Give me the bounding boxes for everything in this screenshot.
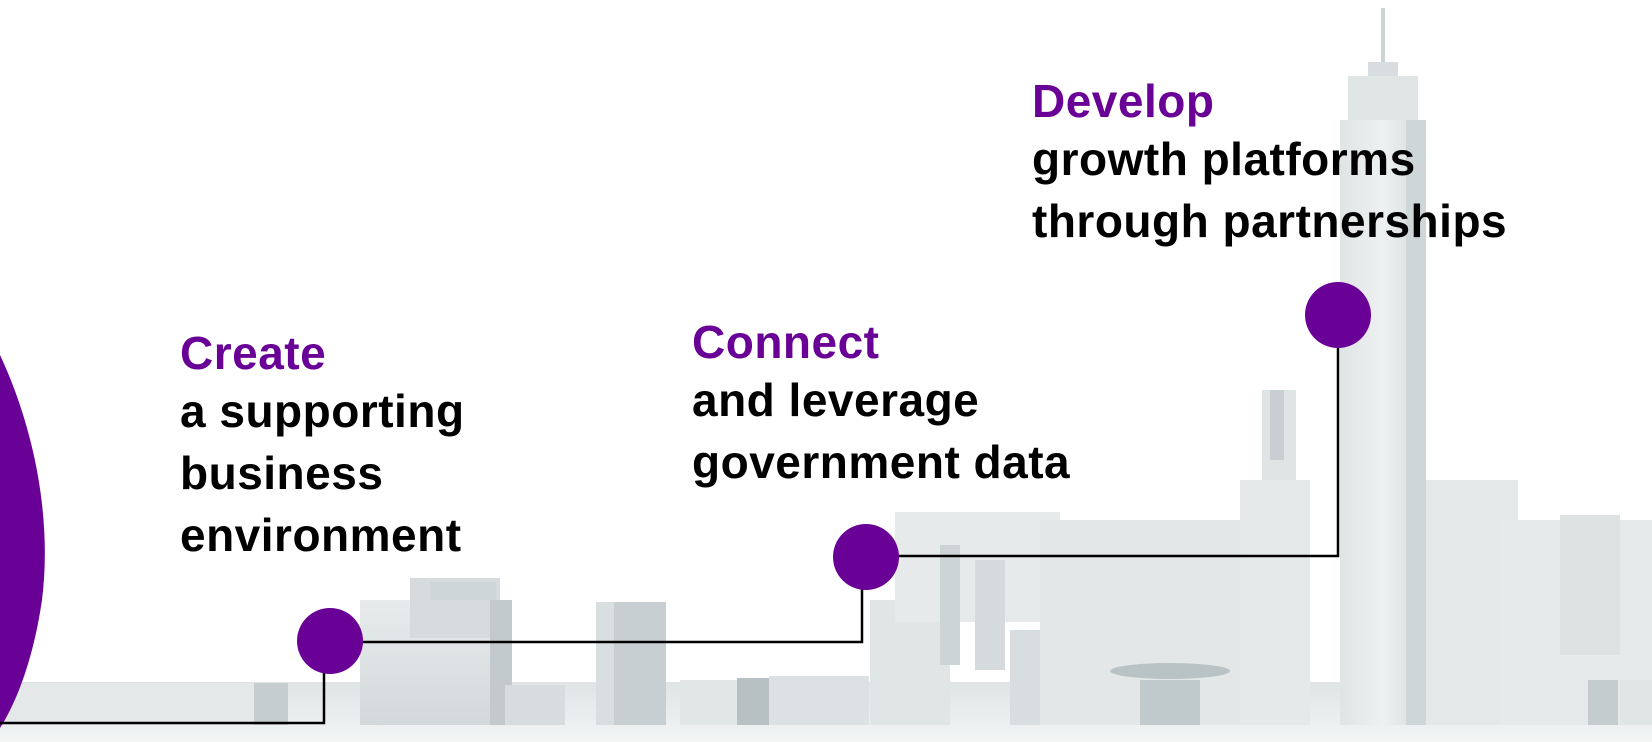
step-create: Create a supporting business environment xyxy=(180,326,540,566)
step-connect: Connect and leverage government data xyxy=(692,315,1172,493)
step-heading: Develop xyxy=(1032,75,1215,127)
step-description: and leverage government data xyxy=(692,374,1071,488)
step-heading: Connect xyxy=(692,316,880,368)
connector-line-3 xyxy=(866,316,1340,558)
connect-node xyxy=(833,524,899,590)
left-purple-arc xyxy=(0,355,45,728)
step-description: a supporting business environment xyxy=(180,385,465,561)
step-heading: Create xyxy=(180,327,327,379)
step-develop: Develop growth platforms through partner… xyxy=(1032,74,1632,252)
connector-line-2 xyxy=(329,558,864,644)
develop-node xyxy=(1305,282,1371,348)
connector-line-1 xyxy=(0,642,326,725)
step-description: growth platforms through partnerships xyxy=(1032,133,1508,247)
create-node xyxy=(297,608,363,674)
